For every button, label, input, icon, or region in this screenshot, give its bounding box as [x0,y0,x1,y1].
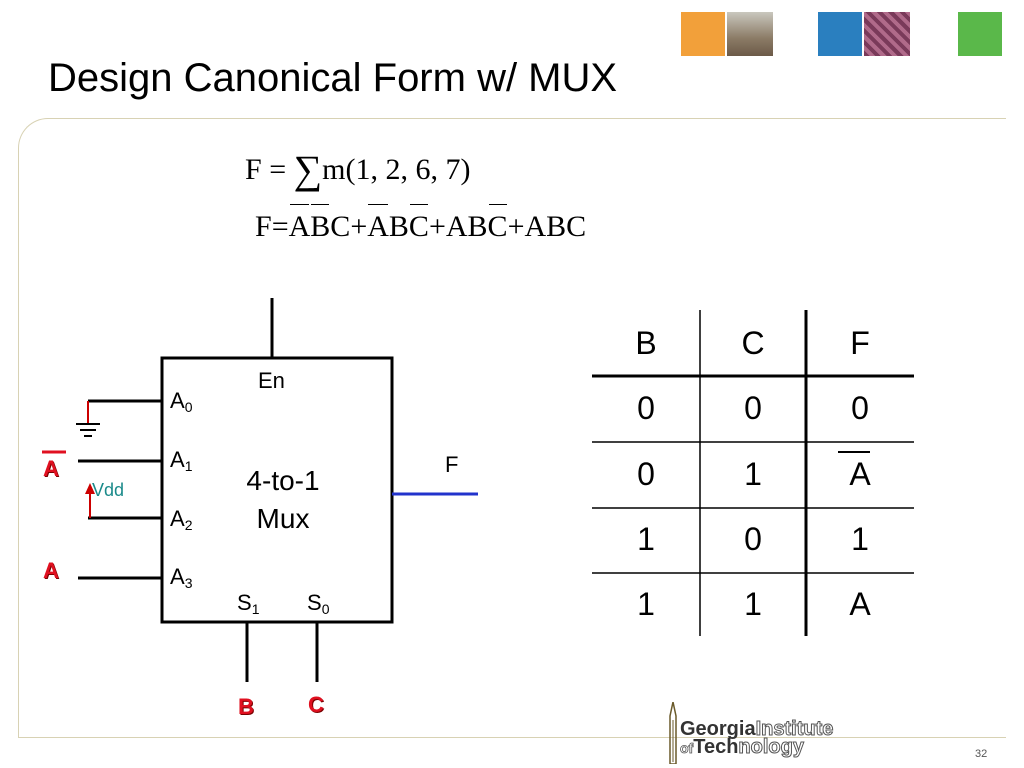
mux-body [160,356,394,624]
plus-1: + [350,210,368,243]
s1-base: S [237,590,252,615]
a0-base: A [170,388,185,413]
a0-sub: 0 [184,399,193,415]
logo-of: of [680,740,694,757]
tt-r2-b: 0 [637,456,655,492]
mux-name: 4-to-1 Mux [222,462,344,538]
tt-r1-f: 0 [851,390,869,426]
tower-icon [669,702,677,764]
header-deco-orange [681,12,725,56]
term2-a-bar: A [367,204,389,243]
tt-r3-c: 0 [744,521,762,557]
tt-header-b: B [635,325,657,361]
header-deco-photo-chip [864,12,910,56]
logo-nology: nology [738,736,805,759]
term3-b: B [467,210,488,243]
input-label-a2: A2 [170,506,192,533]
sum-equals: = [269,153,287,186]
sop-lhs: F [255,210,272,243]
a2-base: A [170,506,185,531]
tt-header-c: C [741,325,765,361]
term4-a: A [524,210,547,243]
term1-a-bar: A [288,204,311,243]
tt-header-f: F [850,325,870,361]
term4-c: C [566,210,587,243]
a3-sub: 3 [184,575,193,591]
plus-2: + [428,210,446,243]
slide-title: Design Canonical Form w/ MUX [48,56,618,100]
term3-a: A [445,210,468,243]
sum-equation: F = ∑m(1, 2, 6, 7) [245,146,470,193]
mux-name-line2: Mux [256,503,310,534]
input-label-a0: A0 [170,388,192,415]
select-c-label: C [308,692,324,717]
mux-name-line1: 4-to-1 [246,465,320,496]
a3-base: A [170,564,185,589]
logo-tech: Tech [693,736,739,758]
tt-r4-f: A [849,586,871,622]
select-label-s0: S0 [307,590,329,617]
enable-label: En [258,368,285,393]
input-label-a1: A1 [170,447,192,474]
content-panel [18,118,1006,738]
logo-institute: Institute [755,718,834,741]
vdd-label: Vdd [92,480,125,500]
input-a-bar-label: A [43,456,59,481]
georgia-tech-logo: GeorgiaInstitute ofTechnology [644,700,888,764]
tt-r1-c: 0 [744,390,762,426]
term1-c: C [330,210,351,243]
a1-sub: 1 [184,458,193,474]
tt-r4-b: 1 [637,586,655,622]
a1-base: A [170,447,185,472]
tt-r3-b: 1 [637,521,655,557]
select-label-s1: S1 [237,590,259,617]
tt-r3-f: 1 [851,521,869,557]
s1-sub: 1 [251,601,260,617]
plus-3: + [507,210,525,243]
s0-sub: 0 [321,601,330,617]
sum-rhs: m(1, 2, 6, 7) [322,153,471,186]
tt-r4-c: 1 [744,586,762,622]
logo-line-2: ofTechnology [680,736,805,759]
term2-b: B [388,210,409,243]
sum-symbol: ∑ [293,147,323,192]
logo-line-1: GeorgiaInstitute [680,718,834,741]
vdd-arrow-icon [85,483,95,494]
page-number: 32 [975,748,988,760]
term1-b-bar: B [310,204,331,243]
sop-equals: = [271,210,289,243]
header-deco-green [958,12,1002,56]
select-b-label: B [238,694,254,719]
term4-b: B [546,210,567,243]
input-label-a3: A3 [170,564,192,591]
tt-r2-f: A [849,456,871,492]
tt-r2-c: 1 [744,456,762,492]
output-label-f: F [445,452,459,477]
tt-r1-b: 0 [637,390,655,426]
header-deco-photo-campus [727,12,773,56]
logo-georgia: Georgia [680,718,756,740]
term3-c-bar: C [487,204,508,243]
input-a-label: A [43,558,59,583]
sop-equation: F=ABC+ABC+ABC+ABC [255,204,587,244]
term2-c-bar: C [408,204,429,243]
a2-sub: 2 [184,517,193,533]
s0-base: S [307,590,322,615]
header-deco-blue [818,12,862,56]
sum-lhs: F [245,153,262,186]
